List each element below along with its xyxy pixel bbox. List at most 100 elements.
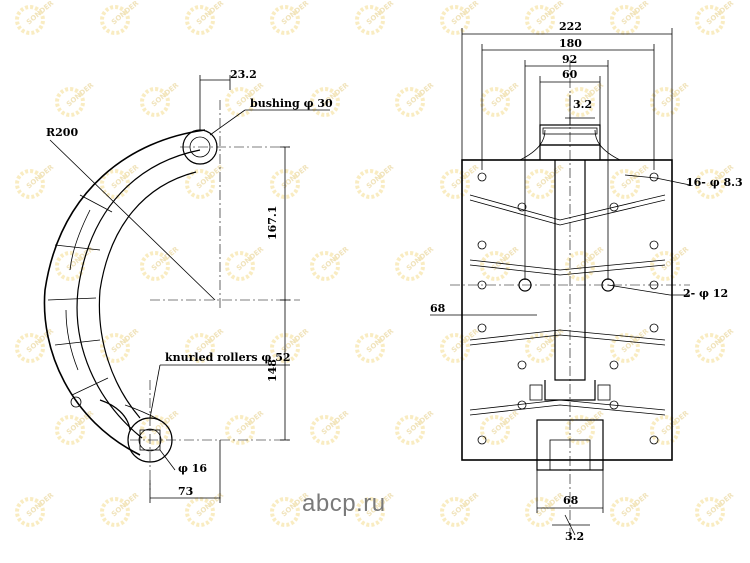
dim-167-1: 167.1	[266, 206, 279, 240]
label-holes-2: 2- φ 12	[683, 287, 728, 300]
svg-text:SONDER: SONDER	[535, 163, 566, 191]
watermark-43: SONDER	[55, 409, 96, 445]
dim-68-left: 68	[430, 302, 446, 315]
watermark-38: SONDER	[355, 327, 396, 363]
dim-222: 222	[559, 20, 582, 33]
svg-text:SONDER: SONDER	[660, 81, 691, 109]
lining-plate	[461, 159, 673, 461]
svg-text:SONDER: SONDER	[195, 491, 226, 519]
watermark-28: SONDER	[225, 245, 266, 281]
svg-text:SONDER: SONDER	[65, 409, 96, 437]
dim-68-bottom: 68	[563, 494, 579, 507]
dim-180: 180	[559, 37, 582, 50]
svg-text:SONDER: SONDER	[235, 245, 266, 273]
watermark-29: SONDER	[310, 245, 351, 281]
svg-text:SONDER: SONDER	[110, 0, 141, 26]
svg-text:SONDER: SONDER	[365, 163, 396, 191]
svg-text:SONDER: SONDER	[280, 0, 311, 26]
shoe-front-dimensions	[430, 28, 691, 536]
svg-text:SONDER: SONDER	[620, 163, 651, 191]
svg-text:SONDER: SONDER	[150, 245, 181, 273]
svg-text:SONDER: SONDER	[490, 409, 521, 437]
watermark-24: SONDER	[610, 163, 651, 199]
svg-text:SONDER: SONDER	[150, 81, 181, 109]
watermark-41: SONDER	[610, 327, 651, 363]
shoe-side-dimensions	[149, 75, 330, 503]
dim-23-2: 23.2	[230, 68, 257, 81]
svg-text:SONDER: SONDER	[705, 0, 736, 26]
dim-3-2-bottom: 3.2	[565, 530, 584, 543]
svg-text:SONDER: SONDER	[620, 491, 651, 519]
dim-phi-16: φ 16	[178, 462, 207, 475]
watermark-27: SONDER	[140, 245, 181, 281]
shoe-front-view	[450, 60, 690, 540]
watermark-17: SONDER	[15, 163, 56, 199]
watermark-46: SONDER	[310, 409, 351, 445]
shoe-side-view	[43, 100, 300, 490]
dim-3-2-top: 3.2	[573, 98, 592, 111]
dim-r200: R200	[46, 126, 78, 139]
watermark-47: SONDER	[395, 409, 436, 445]
svg-text:SONDER: SONDER	[405, 409, 436, 437]
svg-text:SONDER: SONDER	[25, 0, 56, 26]
watermark-10: SONDER	[140, 81, 181, 117]
watermark-56: SONDER	[440, 491, 481, 527]
watermark-2: SONDER	[185, 0, 226, 35]
label-bushing: bushing φ 30	[250, 97, 333, 110]
svg-text:SONDER: SONDER	[110, 491, 141, 519]
watermark-20: SONDER	[270, 163, 311, 199]
svg-text:SONDER: SONDER	[450, 491, 481, 519]
watermark-13: SONDER	[395, 81, 436, 117]
watermark-45: SONDER	[225, 409, 266, 445]
watermark-35: SONDER	[100, 327, 141, 363]
brand-logo: abcp.ru	[302, 490, 386, 517]
watermark-32: SONDER	[565, 245, 606, 281]
svg-text:SONDER: SONDER	[195, 163, 226, 191]
svg-text:SONDER: SONDER	[150, 409, 181, 437]
watermark-8: SONDER	[695, 0, 736, 35]
watermark-58: SONDER	[610, 491, 651, 527]
watermark-9: SONDER	[55, 81, 96, 117]
svg-text:SONDER: SONDER	[705, 491, 736, 519]
watermark-5: SONDER	[440, 0, 481, 35]
watermark-26: SONDER	[55, 245, 96, 281]
svg-text:SONDER: SONDER	[490, 81, 521, 109]
svg-text:SONDER: SONDER	[535, 491, 566, 519]
watermark-3: SONDER	[270, 0, 311, 35]
svg-text:SONDER: SONDER	[620, 0, 651, 26]
svg-text:SONDER: SONDER	[450, 0, 481, 26]
svg-text:SONDER: SONDER	[705, 327, 736, 355]
watermark-40: SONDER	[525, 327, 566, 363]
svg-text:SONDER: SONDER	[65, 81, 96, 109]
watermark-21: SONDER	[355, 163, 396, 199]
watermark-30: SONDER	[395, 245, 436, 281]
dim-92: 92	[562, 53, 577, 66]
watermark-23: SONDER	[525, 163, 566, 199]
svg-text:SONDER: SONDER	[660, 409, 691, 437]
svg-text:SONDER: SONDER	[490, 245, 521, 273]
dim-73: 73	[178, 485, 193, 498]
svg-text:SONDER: SONDER	[195, 0, 226, 26]
svg-text:SONDER: SONDER	[365, 327, 396, 355]
svg-text:SONDER: SONDER	[450, 163, 481, 191]
label-holes-16: 16- φ 8.3	[686, 176, 743, 189]
rivet-holes	[477, 172, 659, 445]
svg-text:SONDER: SONDER	[25, 163, 56, 191]
watermark-42: SONDER	[695, 327, 736, 363]
watermark-4: SONDER	[355, 0, 396, 35]
watermark-1: SONDER	[100, 0, 141, 35]
svg-text:SONDER: SONDER	[110, 327, 141, 355]
svg-text:SONDER: SONDER	[235, 409, 266, 437]
svg-text:SONDER: SONDER	[320, 409, 351, 437]
svg-text:SONDER: SONDER	[405, 245, 436, 273]
svg-text:SONDER: SONDER	[320, 245, 351, 273]
watermark-51: SONDER	[15, 491, 56, 527]
svg-text:SONDER: SONDER	[405, 81, 436, 109]
svg-text:SONDER: SONDER	[25, 491, 56, 519]
watermark-layer: SONDER SONDER SONDER SONDER SONDER SONDER SOND…	[15, 0, 736, 527]
watermark-14: SONDER	[480, 81, 521, 117]
label-knurled-rollers: knurled rollers φ 52	[165, 351, 291, 364]
watermark-0: SONDER	[15, 0, 56, 35]
svg-text:SONDER: SONDER	[575, 409, 606, 437]
